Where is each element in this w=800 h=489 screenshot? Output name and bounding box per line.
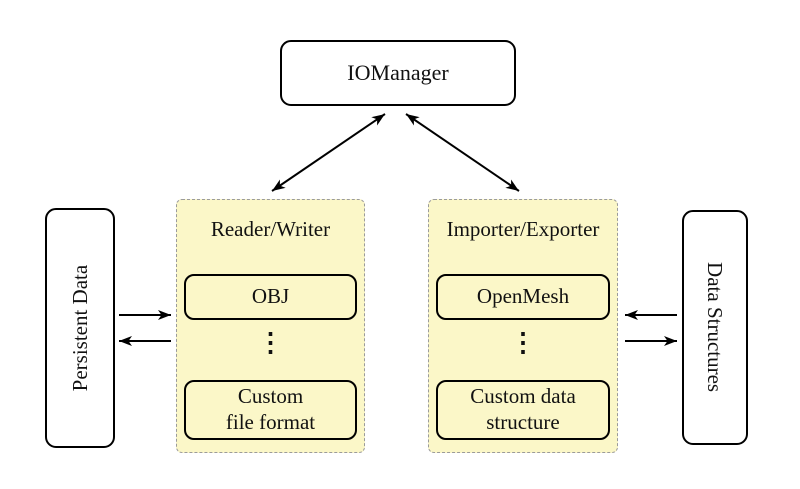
importer-exporter-title: Importer/Exporter	[446, 217, 600, 241]
reader-writer-group: Reader/Writer OBJ ⋮ Custom file format	[176, 199, 365, 453]
custom-data-structure-line1: Custom data	[470, 384, 576, 409]
openmesh-node: OpenMesh	[436, 274, 610, 320]
arrow-iomanager-readerwriter	[271, 113, 386, 192]
reader-writer-title: Reader/Writer	[210, 217, 331, 241]
custom-file-format-line1: Custom	[237, 384, 304, 409]
custom-data-structure-line2: structure	[486, 410, 560, 434]
obj-label: OBJ	[251, 284, 290, 309]
custom-file-format-node: Custom file format	[184, 380, 357, 440]
obj-node: OBJ	[184, 274, 357, 320]
arrow-iomanager-importerexporter	[405, 113, 520, 192]
reader-writer-ellipsis: ⋮	[257, 328, 284, 357]
data-structures-label: Data Structures	[703, 262, 728, 393]
custom-data-structure-node: Custom data structure	[436, 380, 610, 440]
custom-file-format-line2: file format	[225, 410, 316, 434]
importer-exporter-group: Importer/Exporter OpenMesh ⋮ Custom data…	[428, 199, 618, 453]
iomanager-node: IOManager	[280, 40, 516, 106]
openmesh-label: OpenMesh	[476, 284, 570, 309]
data-structures-node: Data Structures	[682, 210, 748, 445]
persistent-data-label: Persistent Data	[67, 264, 92, 392]
persistent-data-node: Persistent Data	[45, 208, 115, 448]
iomanager-label: IOManager	[347, 60, 449, 86]
importer-exporter-ellipsis: ⋮	[510, 328, 536, 357]
